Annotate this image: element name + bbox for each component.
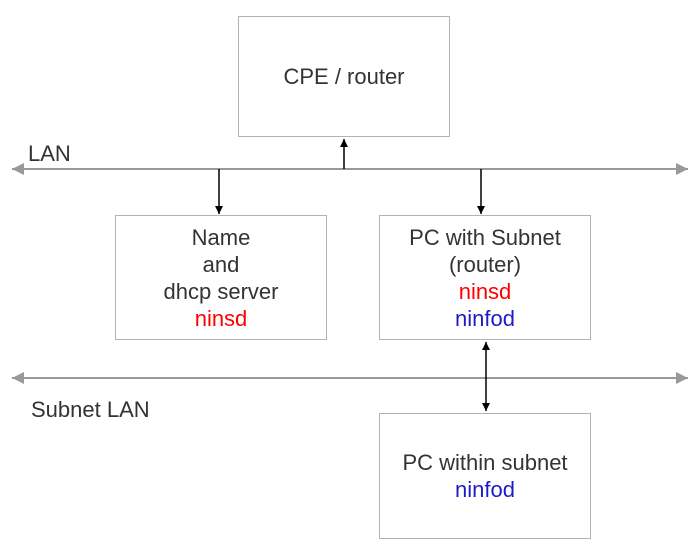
name-dhcp-server-box: Name and dhcp server ninsd [115, 215, 327, 340]
pc-within-ninfod-label: ninfod [455, 477, 515, 502]
name-server-line-dhcp: dhcp server [163, 278, 279, 304]
pc-subnet-line-router: (router) [448, 251, 522, 277]
pc-within-subnet-box: PC within subnet ninfod [379, 413, 591, 539]
pc-with-subnet-box: PC with Subnet (router) ninsd ninfod [379, 215, 591, 340]
pc-within-line-title: PC within subnet [402, 450, 568, 475]
lan-label: LAN [28, 141, 71, 166]
pc-subnet-ninsd-label: ninsd [458, 278, 512, 304]
cpe-router-label: CPE / router [283, 64, 405, 89]
name-server-ninsd-label: ninsd [194, 305, 248, 331]
cpe-router-box: CPE / router [238, 16, 450, 137]
pc-subnet-line-title: PC with Subnet [409, 224, 561, 250]
name-server-line-name: Name [191, 224, 251, 250]
subnet-lan-label: Subnet LAN [31, 397, 150, 422]
pc-subnet-ninfod-label: ninfod [455, 305, 515, 331]
name-server-line-and: and [202, 251, 240, 277]
